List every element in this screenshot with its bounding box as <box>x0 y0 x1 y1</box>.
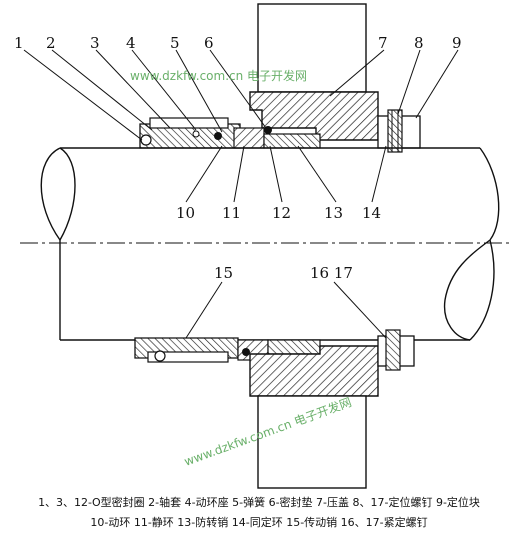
label-4: 4 <box>126 34 136 52</box>
label-10: 10 <box>176 204 195 222</box>
label-9: 9 <box>452 34 462 52</box>
locating-block-top <box>377 109 421 153</box>
label-6: 6 <box>204 34 214 52</box>
label-13: 13 <box>324 204 343 222</box>
top-housing <box>257 3 367 93</box>
label-11: 11 <box>222 204 241 222</box>
caption-line-1: 1、3、12-O型密封圈 2-轴套 4-动环座 5-弹簧 6-密封垫 7-压盖 … <box>38 496 480 509</box>
gland-top <box>249 91 379 141</box>
label-12: 12 <box>272 204 291 222</box>
gland-bottom <box>249 345 379 397</box>
seal-assembly-bottom <box>134 337 321 363</box>
shaft <box>20 147 510 341</box>
label-2: 2 <box>46 34 56 52</box>
label-8: 8 <box>414 34 424 52</box>
seal-assembly-top <box>139 117 321 149</box>
part-labels-middle: 10 11 12 13 14 <box>176 204 381 222</box>
locating-screw-bottom <box>377 329 415 371</box>
leader-lines <box>23 49 459 339</box>
label-15: 15 <box>214 264 233 282</box>
bottom-housing <box>257 395 367 489</box>
label-5: 5 <box>170 34 180 52</box>
label-7: 7 <box>378 34 388 52</box>
caption-line-2: 10-动环 11-静环 13-防转销 14-同定环 15-传动销 16、17-紧… <box>90 516 428 529</box>
part-labels-bottom: 15 16 17 <box>214 264 353 282</box>
label-1: 1 <box>14 34 24 52</box>
watermark-top: www.dzkfw.com.cn 电子开发网 <box>130 68 307 83</box>
label-14: 14 <box>362 204 381 222</box>
part-labels-top: 1 2 3 4 5 6 7 8 9 <box>14 34 462 52</box>
label-16-17: 16 17 <box>310 264 353 282</box>
label-3: 3 <box>90 34 100 52</box>
